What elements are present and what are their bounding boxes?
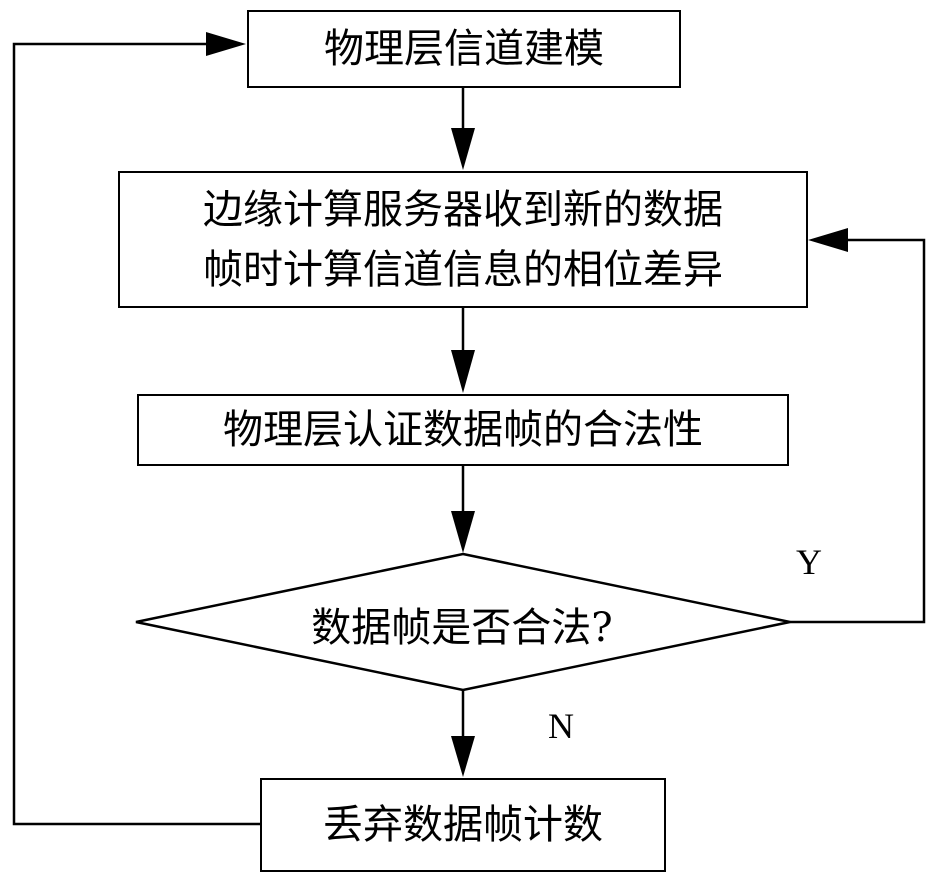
- discard-count-box: 丢弃数据帧计数: [260, 778, 666, 872]
- channel-modeling-box: 物理层信道建模: [247, 10, 681, 88]
- authenticate-label: 物理层认证数据帧的合法性: [223, 407, 703, 453]
- phase-difference-label: 边缘计算服务器收到新的数据 帧时计算信道信息的相位差异: [203, 180, 723, 300]
- arrow-modeling-to-phase: [451, 88, 475, 170]
- arrow-auth-to-decision: [451, 466, 475, 553]
- discard-count-label: 丢弃数据帧计数: [323, 802, 603, 848]
- arrow-phase-to-auth: [451, 308, 475, 393]
- decision-diamond: [135, 552, 791, 692]
- arrow-yes-loop: [790, 228, 926, 624]
- authenticate-box: 物理层认证数据帧的合法性: [137, 394, 789, 466]
- phase-difference-box: 边缘计算服务器收到新的数据 帧时计算信道信息的相位差异: [118, 171, 808, 308]
- no-branch-label: N: [548, 706, 574, 746]
- channel-modeling-label: 物理层信道建模: [324, 26, 604, 72]
- decision-label: 数据帧是否合法?: [311, 605, 613, 651]
- arrow-decision-to-discard: [451, 690, 475, 777]
- yes-branch-label: Y: [796, 542, 822, 582]
- phase-difference-line-1: 边缘计算服务器收到新的数据: [203, 186, 723, 233]
- phase-difference-line-2: 帧时计算信道信息的相位差异: [203, 246, 723, 293]
- arrow-discard-loop: [12, 32, 262, 826]
